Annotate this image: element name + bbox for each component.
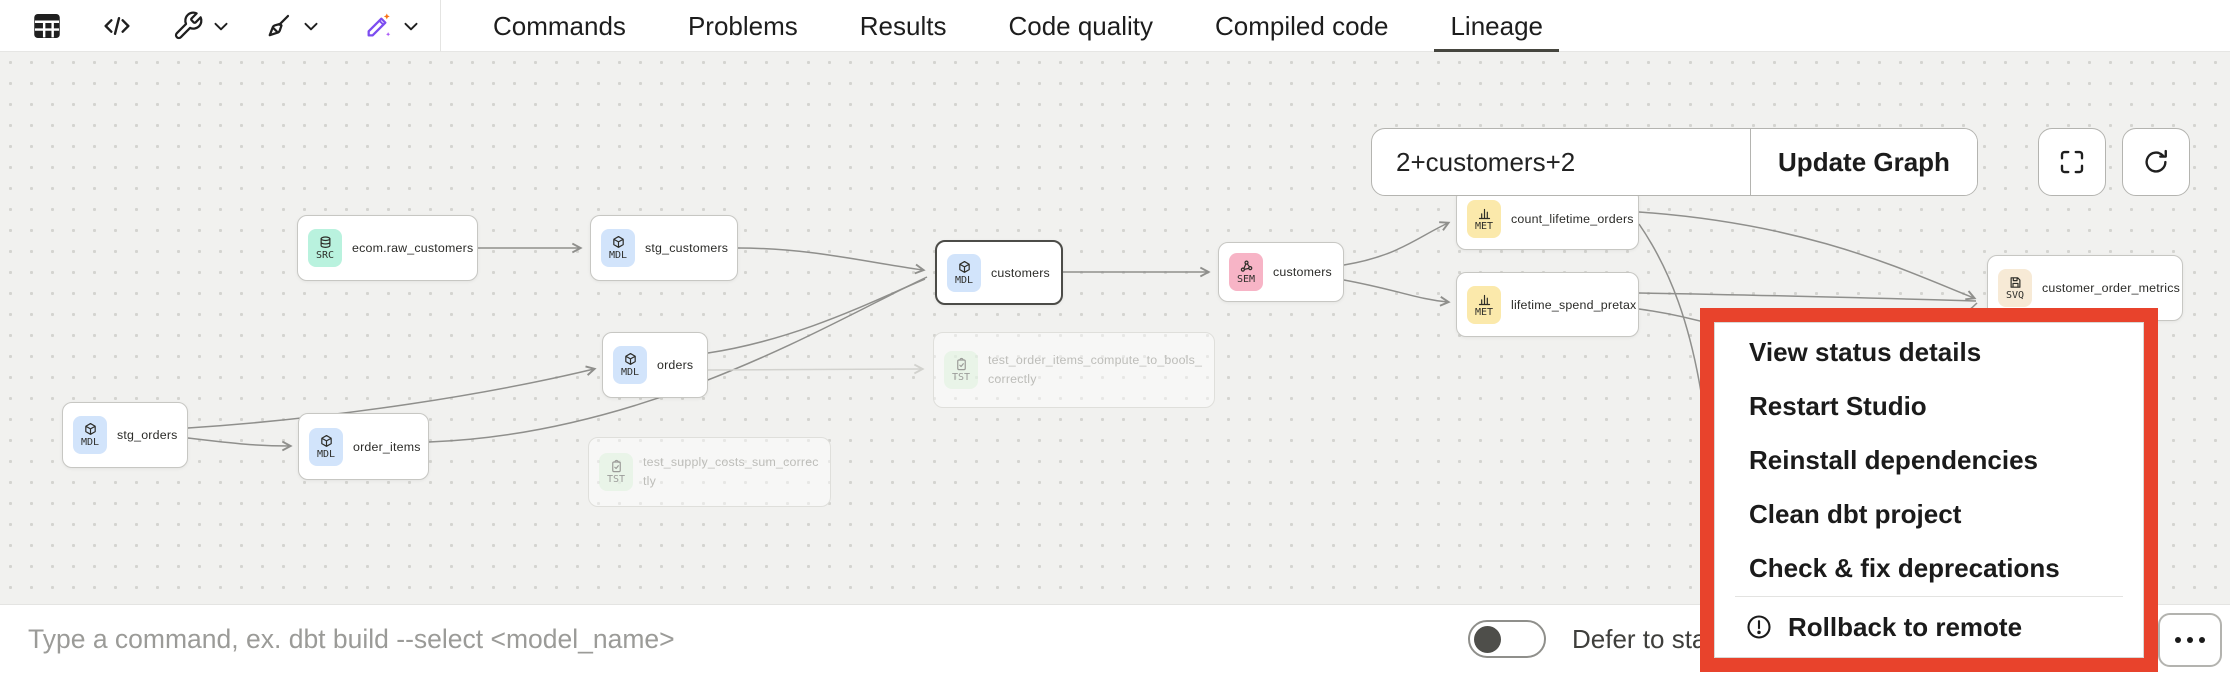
lineage-edges [187,211,1978,452]
toggle-knob [1474,625,1501,653]
node-label: lifetime_spend_pretax [1511,297,1637,312]
alert-circle-icon [1747,615,1771,639]
src-badge-icon: SRC [308,229,342,267]
more-options-button[interactable] [2158,613,2222,667]
tst-badge-icon: TST [599,453,633,491]
build-tools-button[interactable] [172,0,231,52]
graph-node-lifetime-spend-pretax[interactable]: MET lifetime_spend_pretax [1456,272,1639,337]
graph-node-stg-orders[interactable]: MDL stg_orders [62,402,188,468]
svq-badge-icon: SVQ [1998,269,2032,307]
menu-item-view-status-details[interactable]: View status details [1715,325,2143,379]
mdl-badge-icon: MDL [73,416,107,454]
node-label: test_supply_costs_sum_correctly [643,455,819,488]
graph-node-test-supply-costs[interactable]: TST test_supply_costs_sum_correctly [588,437,831,507]
tab-code-quality[interactable]: Code quality [1008,0,1153,52]
graph-node-order-items[interactable]: MDL order_items [298,413,429,480]
fullscreen-button[interactable] [2038,128,2106,196]
node-label: order_items [353,439,421,454]
tab-compiled-code[interactable]: Compiled code [1215,0,1388,52]
tab-commands[interactable]: Commands [493,0,626,52]
wrench-icon [174,11,203,40]
defer-toggle-label: Defer to sta [1572,623,1707,654]
node-label: customers [1273,265,1332,279]
menu-item-check-fix-deprecations[interactable]: Check & fix deprecations [1715,541,2143,595]
sem-badge-icon: SEM [1229,253,1263,291]
ai-assist-button[interactable] [362,0,421,52]
command-input[interactable] [26,605,1406,673]
lineage-selector-input[interactable] [1372,129,1750,195]
graph-node-customers-semantic[interactable]: SEM customers [1218,242,1344,302]
magic-pencil-icon [367,13,391,37]
met-badge-icon: MET [1467,200,1501,238]
menu-item-reinstall-dependencies[interactable]: Reinstall dependencies [1715,433,2143,487]
node-label: stg_orders [117,428,178,442]
table-icon [34,13,60,39]
node-label: orders [657,358,694,372]
mdl-badge-icon: MDL [613,346,647,384]
code-icon [104,17,130,35]
mdl-badge-icon: MDL [309,427,343,466]
met-badge-icon: MET [1467,285,1501,324]
graph-node-ecom-raw-customers[interactable]: SRC ecom.raw_customers [297,215,478,281]
chevron-down-icon [404,22,418,31]
lineage-selector: Update Graph [1371,128,1978,196]
toolbar-divider [440,0,441,52]
data-table-button[interactable] [30,0,64,52]
cleanup-button[interactable] [262,0,321,52]
defer-toggle[interactable] [1468,620,1546,658]
code-button[interactable] [100,0,134,52]
menu-item-clean-dbt-project[interactable]: Clean dbt project [1715,487,2143,541]
node-label: stg_customers [645,241,729,255]
fullscreen-icon [2060,150,2084,174]
broom-icon [268,14,290,37]
tab-lineage[interactable]: Lineage [1434,0,1559,52]
graph-node-orders[interactable]: MDL orders [602,332,708,398]
tst-badge-icon: TST [944,351,978,389]
tab-results[interactable]: Results [860,0,947,52]
top-toolbar: Commands Problems Results Code quality Compi… [0,0,2230,52]
node-label: count_lifetime_orders [1511,212,1634,226]
node-label: customers [991,265,1050,280]
tab-bar: Commands Problems Results Code quality Compi… [493,0,1559,52]
menu-item-rollback-to-remote[interactable]: Rollback to remote [1715,598,2143,656]
update-graph-button[interactable]: Update Graph [1751,129,1977,195]
graph-node-count-lifetime-orders[interactable]: MET count_lifetime_orders [1456,188,1639,250]
graph-node-stg-customers[interactable]: MDL stg_customers [590,215,738,281]
refresh-button[interactable] [2122,128,2190,196]
node-label: test_order_items_compute_to_bools_correc… [988,353,1203,386]
ellipsis-icon [2174,636,2182,644]
graph-node-test-order-items[interactable]: TST test_order_items_compute_to_bools_cor… [933,332,1215,408]
selector-divider [1749,129,1751,195]
node-label: customer_order_metrics [2042,281,2180,295]
menu-item-restart-studio[interactable]: Restart Studio [1715,379,2143,433]
tab-problems[interactable]: Problems [688,0,798,52]
mdl-badge-icon: MDL [601,229,635,267]
chevron-down-icon [214,22,228,31]
menu-item-label: Rollback to remote [1788,611,2023,642]
chevron-down-icon [304,22,318,31]
refresh-icon [2145,149,2167,173]
menu-divider [1735,596,2123,597]
graph-node-customers-model[interactable]: MDL customers [935,240,1063,305]
mdl-badge-icon: MDL [947,253,981,292]
node-label: ecom.raw_customers [352,241,474,255]
